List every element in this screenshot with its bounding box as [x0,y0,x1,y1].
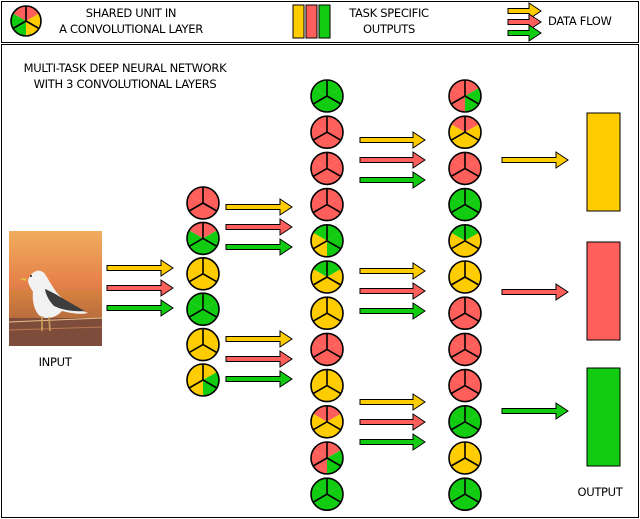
layer-3-unit [448,368,482,403]
layer-1-unit [186,256,220,291]
layer-3-unit [448,477,482,512]
red-flow-arrow [225,218,293,236]
green-flow-arrow [225,238,293,256]
task-specific-outputs [501,112,621,467]
green-flow-arrow [359,433,426,451]
green-flow-arrow [106,299,174,317]
layer-1-unit [186,221,220,256]
layer-2-unit [310,187,344,222]
layer-3-unit [448,260,482,294]
legend-shared-unit-icon [10,5,42,37]
yellow-flow-arrow [106,259,174,277]
layer-3-unit [448,296,482,331]
layer-3-unit [448,187,482,222]
legend-shared-unit-label-line1: SHARED UNIT IN [85,6,177,20]
diagram-title-line1: MULTI-TASK DEEP NEURAL NETWORK [23,61,227,75]
layer-3 [448,79,482,512]
layer-2-unit [310,441,344,475]
yellow-flow-arrow [359,393,426,411]
input-label: INPUT [38,355,72,369]
layer-2-unit [310,151,344,186]
red-flow-arrow [359,413,426,431]
layer-3-unit [448,115,482,149]
layer-3-unit [448,441,482,475]
layer-2-unit [310,296,344,331]
data-flow-arrows [106,131,426,451]
layer-3-unit [448,404,482,439]
yellow-flow-arrow [225,330,293,348]
yellow-flow-arrow [359,262,426,280]
green-flow-arrow [359,302,426,320]
layer-2-unit [310,368,344,403]
layer-2-unit [310,332,344,367]
layer-2-unit [310,224,344,258]
layer-3-unit [448,332,482,367]
legend-yellow-task-icon [292,4,305,39]
green-task-output [586,367,621,467]
network-layers [186,79,482,512]
legend-data-flow-label: DATA FLOW [548,14,612,28]
output-label: OUTPUT [577,485,623,499]
yellow-output-arrow [501,151,569,169]
legend-red-arrow [507,13,542,31]
legend-panel [1,1,639,43]
green-flow-arrow [359,171,426,189]
input-image [8,231,103,346]
layer-3-unit [448,79,482,113]
red-flow-arrow [106,279,174,297]
layer-2-unit [310,404,344,439]
legend-task-outputs-label-line2: OUTPUTS [362,22,416,36]
legend-data-flow-arrows [507,2,542,42]
layer-3-unit [448,151,482,186]
layer-1-unit [186,292,220,327]
legend-task-output-icons [292,4,331,39]
legend-yellow-arrow [507,2,542,20]
legend-green-task-icon [318,4,331,39]
layer-2-unit [310,115,344,149]
main-panel [1,44,639,518]
legend-task-outputs-label-line1: TASK SPECIFIC [349,6,429,20]
legend-unit-icon [10,5,42,37]
legend-shared-unit-label-line2: A CONVOLUTIONAL LAYER [59,22,203,36]
yellow-task-output [586,112,621,212]
layer-1-unit [186,186,220,220]
yellow-flow-arrow [225,198,293,216]
green-flow-arrow [225,370,293,388]
red-task-output [586,241,621,341]
diagram-title-line2: WITH 3 CONVOLUTIONAL LAYERS [33,77,217,91]
layer-3-unit [448,224,482,258]
yellow-flow-arrow [359,131,426,149]
layer-2-unit [310,260,344,294]
layer-1-unit [186,363,220,397]
red-flow-arrow [225,350,293,368]
red-flow-arrow [359,282,426,300]
green-output-arrow [501,402,569,420]
layer-2 [310,79,344,512]
layer-1-unit [186,327,220,362]
legend-red-task-icon [305,4,318,39]
red-output-arrow [501,283,569,301]
layer-2-unit [310,79,344,113]
layer-2-unit [310,477,344,512]
red-flow-arrow [359,151,426,169]
legend-green-arrow [507,24,542,42]
layer-1 [186,186,220,397]
seagull-icon [19,270,88,332]
